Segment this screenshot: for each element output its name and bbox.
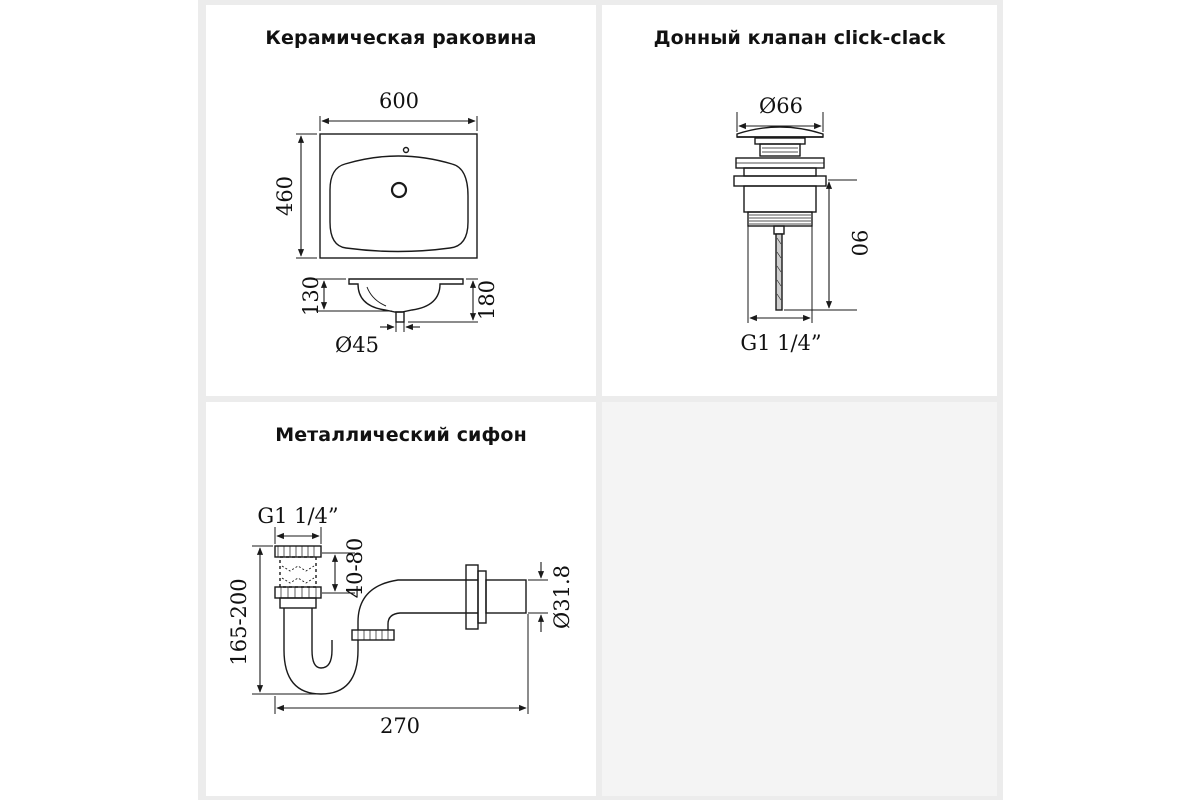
sink-width-label: 600 (379, 89, 419, 113)
siphon-height-label: 165-200 (227, 578, 251, 665)
sink-total-depth-label: 180 (475, 280, 499, 320)
valve-title: Донный клапан click-clack (653, 27, 946, 49)
sink-panel: Керамическая раковина (206, 5, 596, 396)
siphon-pipe-label: Ø31.8 (550, 565, 574, 629)
sink-side-view (316, 278, 478, 332)
empty-panel (602, 402, 997, 796)
drain-hole (390, 181, 408, 199)
siphon-drawing (252, 527, 548, 714)
sink-title: Керамическая раковина (265, 27, 537, 49)
siphon-length-label: 270 (380, 714, 420, 738)
valve-height-label: 90 (847, 230, 871, 257)
sink-drain-label: Ø45 (335, 333, 379, 357)
valve-cap-label: Ø66 (759, 94, 803, 118)
siphon-title: Металлический сифон (275, 424, 527, 446)
tap-hole (402, 146, 410, 154)
valve-drawing (733, 112, 857, 323)
sink-bowl-depth-label: 130 (299, 276, 323, 316)
valve-thread-label: G1 1/4” (740, 331, 821, 355)
siphon-thread-label: G1 1/4” (257, 504, 338, 528)
siphon-panel: Металлический сифон (206, 402, 596, 796)
siphon-adjust-label: 40-80 (343, 538, 367, 599)
sink-top-view (296, 116, 478, 259)
sink-height-label: 460 (273, 176, 297, 216)
valve-panel: Донный клапан click-clack (602, 5, 997, 396)
sink-outlet (395, 311, 405, 323)
